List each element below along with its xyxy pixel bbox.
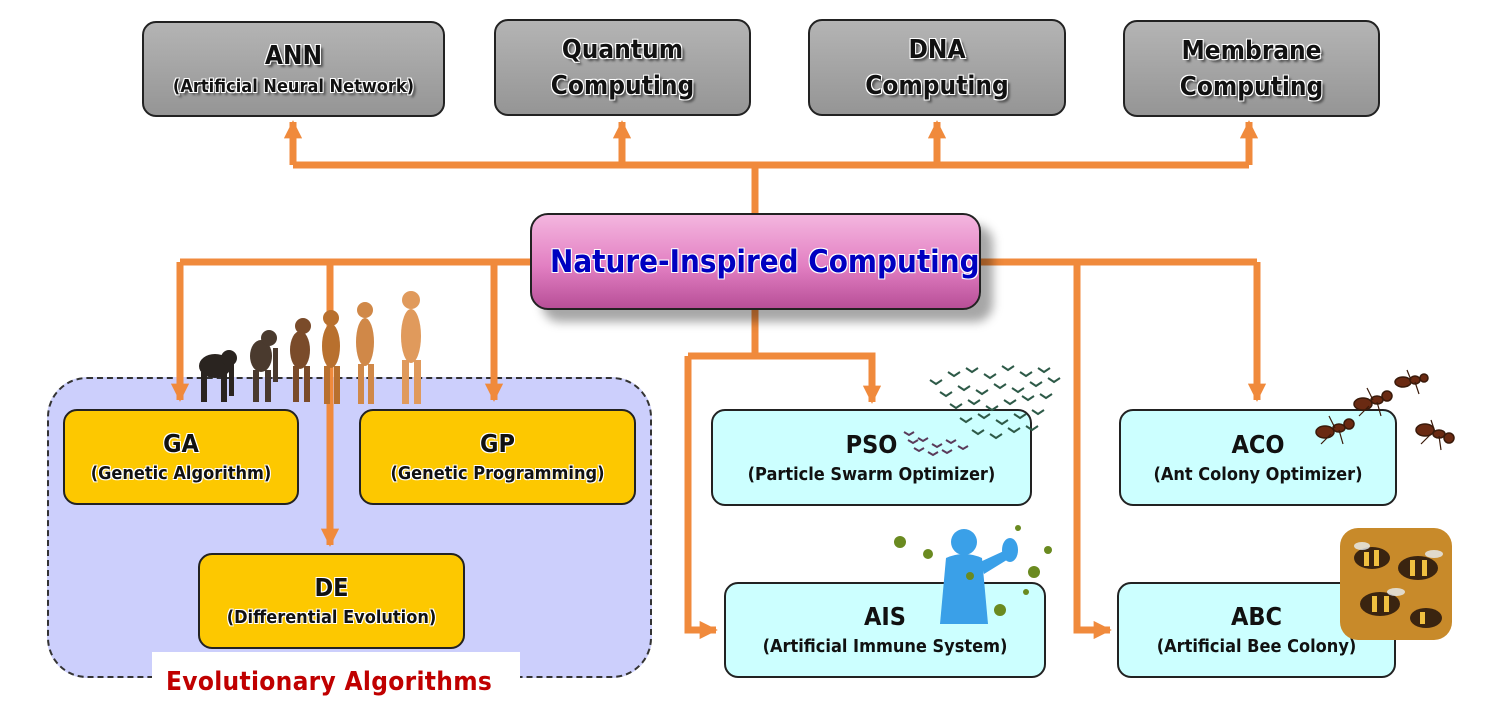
ais-box: AIS (Artificial Immune System): [724, 582, 1046, 678]
center-title: Nature-Inspired Computing: [550, 243, 980, 280]
ants-icon: [1315, 369, 1455, 451]
ann-title: ANN: [264, 41, 323, 71]
pso-subtitle: (Particle Swarm Optimizer): [747, 463, 996, 485]
aco-subtitle: (Ant Colony Optimizer): [1153, 463, 1363, 485]
quantum-computing-box: Quantum Computing: [494, 19, 751, 116]
pso-box: PSO (Particle Swarm Optimizer): [711, 409, 1032, 506]
pso-title: PSO: [845, 429, 898, 459]
human-evolution-icon: [199, 291, 421, 404]
abc-subtitle: (Artificial Bee Colony): [1156, 636, 1357, 657]
evolutionary-label-background: [152, 652, 520, 714]
quantum-title: Quantum: [561, 34, 684, 65]
dna-title: DNA: [908, 34, 966, 65]
ais-title: AIS: [864, 602, 906, 631]
ga-title: GA: [163, 429, 199, 458]
ga-box: GA (Genetic Algorithm): [63, 409, 299, 505]
quantum-subtitle: Computing: [550, 70, 695, 101]
arrow-to-ais: [684, 356, 718, 640]
ann-box: ANN (Artificial Neural Network): [142, 21, 445, 117]
membrane-subtitle: Computing: [1179, 71, 1324, 102]
abc-title: ABC: [1230, 602, 1283, 631]
bees-icon: [1340, 528, 1452, 640]
aco-title: ACO: [1231, 429, 1285, 459]
evolutionary-algorithms-label: Evolutionary Algorithms: [166, 667, 493, 697]
de-title: DE: [314, 573, 349, 602]
membrane-title: Membrane: [1181, 35, 1322, 66]
arrow-trunk-bottom: [688, 310, 759, 360]
bird-flock-icon: [903, 365, 1061, 457]
arrow-to-pso: [755, 352, 882, 404]
immune-figure-icon: [894, 525, 1052, 624]
ais-subtitle: (Artificial Immune System): [762, 636, 1008, 657]
membrane-computing-box: Membrane Computing: [1123, 20, 1380, 117]
ga-subtitle: (Genetic Algorithm): [90, 463, 272, 484]
dna-computing-box: DNA Computing: [808, 19, 1066, 116]
gp-title: GP: [480, 429, 515, 458]
ann-subtitle: (Artificial Neural Network): [172, 76, 415, 97]
de-box: DE (Differential Evolution): [198, 553, 465, 649]
dna-subtitle: Computing: [865, 70, 1009, 101]
gp-subtitle: (Genetic Programming): [390, 463, 605, 484]
aco-box: ACO (Ant Colony Optimizer): [1119, 409, 1397, 506]
gp-box: GP (Genetic Programming): [359, 409, 636, 505]
de-subtitle: (Differential Evolution): [226, 607, 437, 628]
nature-inspired-computing-box: Nature-Inspired Computing: [530, 213, 981, 310]
arrow-to-abc: [1073, 262, 1112, 640]
